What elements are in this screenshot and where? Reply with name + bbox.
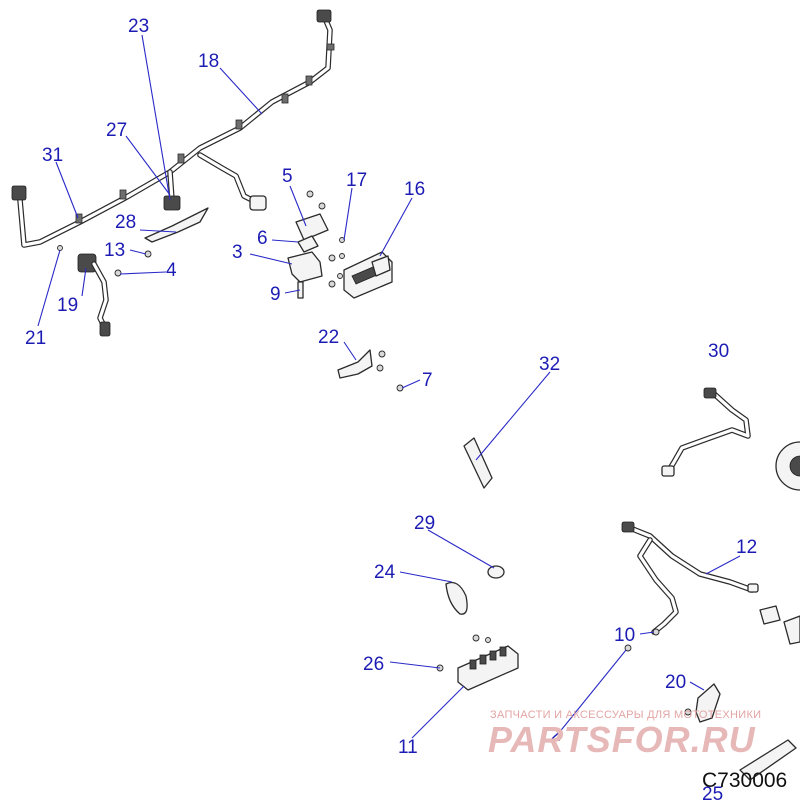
callout-23: 23: [128, 16, 149, 37]
callout-labels: 23 18 27 31 5 17 16 28 6 13 3 4 19 9 21 …: [25, 16, 757, 800]
callout-17: 17: [346, 170, 367, 191]
callout-27: 27: [106, 120, 127, 141]
harness-12: [621, 521, 759, 636]
watermark: ЗАПЧАСТИ И АКСЕССУАРЫ ДЛЯ МОТОТЕХНИКИ PA…: [488, 709, 761, 760]
watermark-brand: PARTSFOR.RU: [488, 719, 756, 760]
callout-25: 25: [702, 784, 723, 800]
callout-20: 20: [665, 672, 686, 693]
bracket-28: [144, 207, 209, 243]
relay-assembly: [287, 190, 336, 299]
strap-32: [463, 437, 493, 489]
callout-6: 6: [257, 228, 268, 249]
callout-21: 21: [25, 328, 46, 349]
callout-31: 31: [42, 145, 63, 166]
callout-13: 13: [104, 240, 125, 261]
callout-9: 9: [270, 284, 281, 305]
main-wiring-harness: [11, 9, 335, 248]
fuse-block-11: [436, 634, 519, 691]
bracket-20: [684, 683, 721, 723]
sensor-19: [77, 253, 122, 337]
bracket-25: [739, 739, 797, 781]
callout-2: 2: [550, 725, 561, 746]
gear-component: [775, 441, 800, 491]
callout-12: 12: [736, 537, 757, 558]
callout-4: 4: [166, 260, 177, 281]
drawing-code: C730006: [702, 769, 787, 792]
callout-22: 22: [318, 327, 339, 348]
connector-cluster-right: [759, 605, 800, 645]
callout-7: 7: [422, 370, 433, 391]
callout-10: 10: [614, 625, 635, 646]
callout-24: 24: [374, 562, 396, 583]
callout-11: 11: [398, 737, 418, 758]
callout-28: 28: [115, 212, 136, 233]
callout-29: 29: [414, 513, 435, 534]
callout-26: 26: [363, 654, 384, 675]
leader-lines: [37, 34, 741, 739]
callout-30: 30: [708, 341, 729, 362]
callout-3: 3: [232, 242, 243, 263]
callout-32: 32: [539, 354, 560, 375]
callout-5: 5: [282, 166, 293, 187]
callout-19: 19: [57, 295, 78, 316]
callout-16: 16: [404, 179, 425, 200]
ecu-module-16: [337, 237, 393, 299]
harness-30: [661, 387, 751, 477]
callout-18: 18: [198, 51, 219, 72]
bracket-22: [337, 349, 404, 392]
watermark-tagline: ЗАПЧАСТИ И АКСЕССУАРЫ ДЛЯ МОТОТЕХНИКИ: [490, 709, 761, 721]
cable-ties: [445, 565, 505, 615]
